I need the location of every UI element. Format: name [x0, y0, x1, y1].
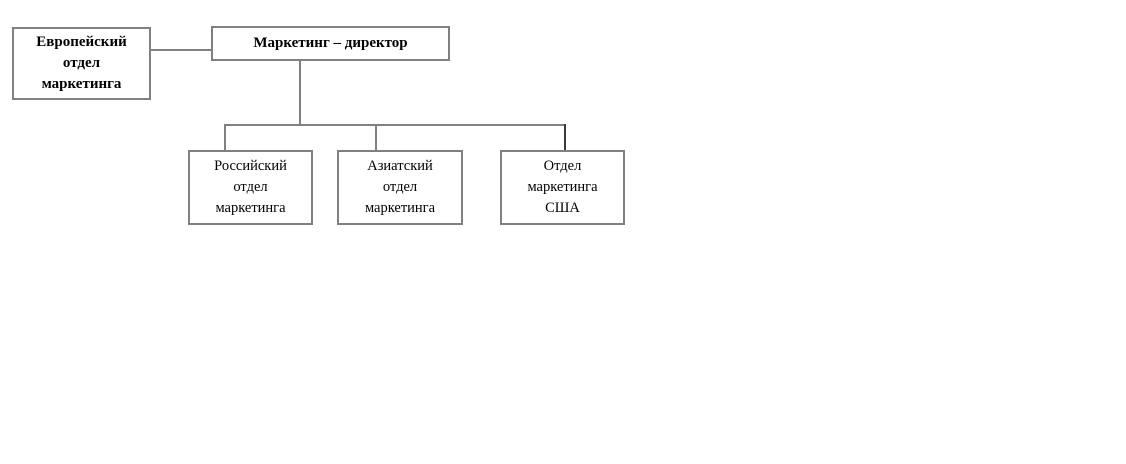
connector-drop-to-usa — [564, 124, 566, 152]
node-marketing-director[interactable]: Маркетинг – директор — [211, 26, 450, 61]
connector-distribution-bus — [224, 124, 566, 126]
node-usa-marketing-department[interactable]: Отдел маркетинга США — [500, 150, 625, 225]
node-asian-marketing-department[interactable]: Азиатский отдел маркетинга — [337, 150, 463, 225]
connector-director-to-europe — [149, 49, 213, 51]
connector-drop-to-russia — [224, 124, 226, 152]
connector-drop-to-asia — [375, 124, 377, 152]
connector-director-trunk — [299, 60, 301, 126]
node-russian-marketing-department[interactable]: Российский отдел маркетинга — [188, 150, 313, 225]
node-europe-marketing-department[interactable]: Европейский отдел маркетинга — [12, 27, 151, 100]
